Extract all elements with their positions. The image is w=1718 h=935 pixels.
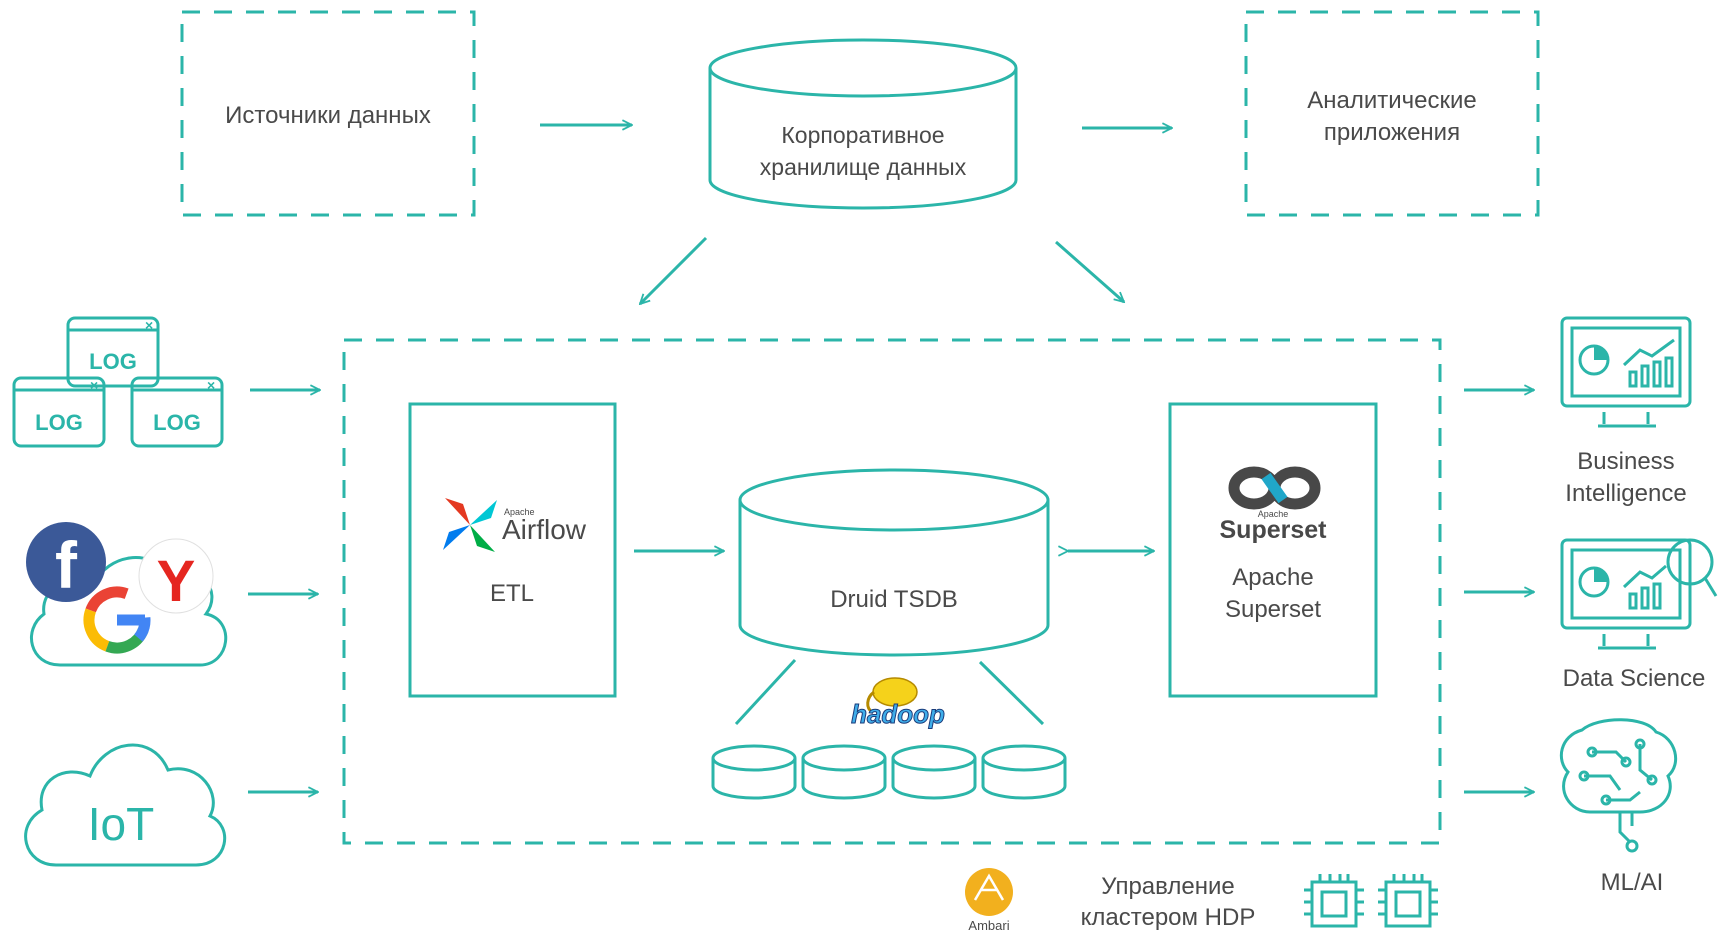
google-icon: [83, 586, 151, 654]
cluster-management-label-line1: Управление: [1101, 873, 1234, 900]
data-sources-label: Источники данных: [225, 102, 431, 129]
arrow-warehouse-to-etl: [640, 236, 708, 304]
svg-text:LOG: LOG: [35, 410, 83, 435]
log-window-icon: × LOG: [130, 376, 224, 448]
airflow-logo-small: Apache: [504, 507, 535, 517]
iot-label: IoT: [88, 798, 154, 850]
data-sources-box: Источники данных: [180, 10, 476, 217]
ml-label: ML/AI: [1601, 869, 1664, 896]
hadoop-logo: hadoop: [851, 699, 945, 729]
airflow-pinwheel-icon: [443, 498, 497, 552]
hdfs-disk-icon: [801, 744, 887, 800]
superset-box: Apache Superset Apache Superset: [1168, 402, 1378, 698]
cluster-management-label-line2: кластером HDP: [1081, 904, 1256, 931]
facebook-icon: [26, 522, 106, 602]
svg-text:LOG: LOG: [89, 349, 137, 374]
processor-chip-icon: [1378, 874, 1438, 928]
ml-brain-circuit-icon: [1559, 718, 1678, 853]
hadoop-elephant-icon: [866, 677, 918, 714]
processor-chip-icon: [1304, 874, 1364, 928]
svg-text:LOG: LOG: [153, 410, 201, 435]
apps-label-line1: Аналитические: [1307, 87, 1477, 114]
superset-label-line1: Apache: [1232, 564, 1313, 591]
corporate-warehouse-cylinder: Корпоративное хранилище данных: [708, 38, 1018, 210]
ambari-icon: Ambari: [965, 868, 1013, 933]
ds-label: Data Science: [1563, 665, 1706, 692]
arrow-warehouse-to-superset: [1055, 240, 1124, 302]
bi-label-line1: Business: [1577, 448, 1674, 475]
web-services-cloud-icon: f Y: [26, 522, 228, 667]
analytic-apps-box: Аналитические приложения: [1244, 10, 1540, 217]
svg-text:Y: Y: [157, 549, 196, 614]
log-files-icon: × LOG × LOG × LOG: [12, 316, 224, 448]
superset-infinity-icon: [1228, 466, 1321, 510]
iot-cloud-icon: IoT: [24, 743, 227, 867]
etl-box: Apache Airflow ETL: [408, 402, 617, 698]
log-window-icon: × LOG: [66, 316, 160, 388]
svg-text:×: ×: [90, 377, 98, 393]
hdfs-disk-icon: [711, 744, 797, 800]
log-window-icon: × LOG: [12, 376, 106, 448]
data-science-monitor-icon: [1560, 538, 1718, 650]
hdfs-disk-icon: [981, 744, 1067, 800]
yandex-icon: [138, 538, 214, 614]
ambari-logo-label: Ambari: [968, 918, 1009, 933]
superset-logo: Superset: [1220, 516, 1328, 544]
etl-label: ETL: [490, 580, 534, 607]
svg-text:f: f: [55, 528, 78, 602]
warehouse-label-line1: Корпоративное: [781, 122, 944, 148]
svg-text:×: ×: [207, 377, 215, 393]
superset-label-line2: Superset: [1225, 596, 1321, 623]
hdfs-disk-icon: [891, 744, 977, 800]
druid-tsdb-cylinder: Druid TSDB: [738, 468, 1050, 657]
airflow-logo: Airflow: [502, 514, 587, 545]
druid-label: Druid TSDB: [830, 586, 958, 613]
platform-boundary: [342, 338, 1442, 845]
bi-monitor-icon: [1560, 316, 1692, 428]
apps-label-line2: приложения: [1324, 119, 1460, 146]
superset-logo-small: Apache: [1258, 509, 1289, 519]
hadoop-storage-group: hadoop: [711, 658, 1067, 800]
warehouse-label-line2: хранилище данных: [760, 154, 967, 180]
bi-label-line2: Intelligence: [1565, 480, 1686, 507]
svg-text:×: ×: [145, 317, 153, 333]
